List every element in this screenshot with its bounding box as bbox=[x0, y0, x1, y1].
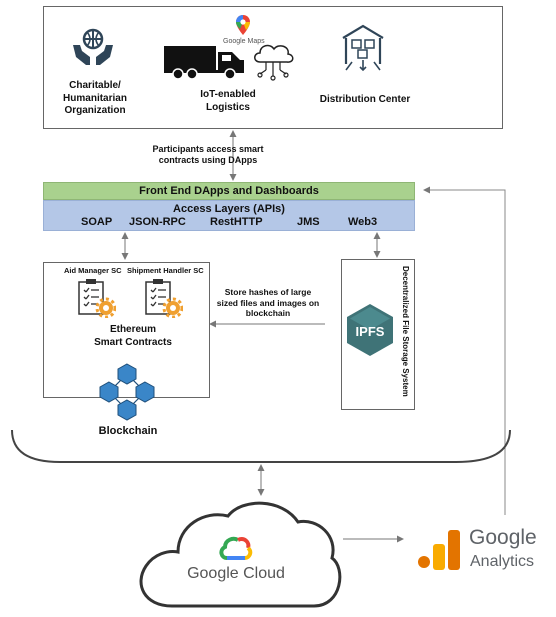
api-web3: Web3 bbox=[348, 216, 378, 228]
aid-manager-contract-icon bbox=[76, 278, 116, 318]
iot-cloud-circuit-icon bbox=[250, 40, 296, 82]
api-soap: SOAP bbox=[81, 216, 113, 228]
google-cloud-label: Google Cloud bbox=[187, 565, 285, 582]
frontend-bar: Front End DApps and Dashboards bbox=[43, 182, 415, 200]
access-note: Participants access smart contracts usin… bbox=[152, 144, 264, 166]
ipfs-vertical-label: Decentralized File Storage System bbox=[401, 266, 410, 397]
google-maps-pin-icon bbox=[236, 15, 250, 35]
blockchain-network-icon bbox=[96, 362, 158, 422]
blockchain-label: Blockchain bbox=[98, 425, 158, 437]
google-maps-label: Google Maps bbox=[223, 38, 265, 45]
ipfs-hexagon-logo: IPFS bbox=[346, 303, 394, 357]
ethereum-smart-contracts-label: Ethereum Smart Contracts bbox=[94, 324, 172, 348]
warehouse-icon bbox=[340, 22, 386, 72]
charity-hands-globe-icon bbox=[70, 27, 116, 67]
iot-logistics-label: IoT-enabled Logistics bbox=[200, 89, 256, 113]
api-jms: JMS bbox=[297, 216, 320, 228]
shipment-handler-contract-icon bbox=[143, 278, 183, 318]
aid-manager-label: Aid Manager SC bbox=[64, 266, 122, 275]
ipfs-vertical-label-wrap: Decentralized File Storage System bbox=[398, 266, 412, 402]
store-hashes-note: Store hashes of large sized files and im… bbox=[216, 287, 320, 319]
google-cloud-shape bbox=[132, 494, 346, 612]
frontend-bar-label: Front End DApps and Dashboards bbox=[139, 185, 319, 197]
api-json-rpc: JSON-RPC bbox=[129, 216, 186, 228]
access-layers-title: Access Layers (APIs) bbox=[173, 203, 285, 215]
analytics-brand-label: Google bbox=[469, 526, 537, 549]
analytics-product-label: Analytics bbox=[470, 553, 535, 570]
api-resthttp: RestHTTP bbox=[210, 216, 263, 228]
truck-icon bbox=[164, 44, 246, 80]
shipment-handler-label: Shipment Handler SC bbox=[127, 266, 204, 275]
google-cloud-icon bbox=[219, 536, 253, 560]
charitable-org-label: Charitable/ Humanitarian Organization bbox=[63, 80, 127, 116]
google-analytics-logo-icon bbox=[418, 530, 460, 570]
distribution-center-label: Distribution Center bbox=[319, 94, 411, 105]
ipfs-logo-text: IPFS bbox=[356, 324, 385, 339]
access-layers-panel: Access Layers (APIs) SOAP JSON-RPC RestH… bbox=[43, 200, 415, 231]
